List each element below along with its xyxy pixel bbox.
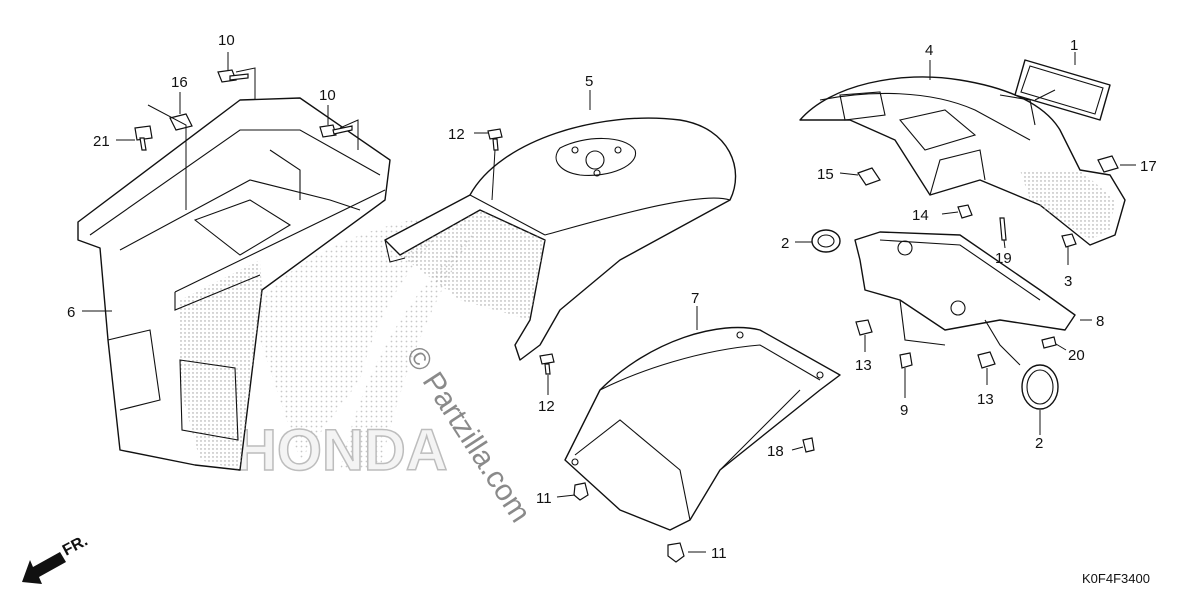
part-8-license-bracket	[854, 231, 1076, 366]
callout-13-b: 13	[977, 391, 994, 408]
callout-18: 18	[767, 443, 784, 460]
callout-19: 19	[995, 250, 1012, 267]
part-2-grommet-a	[811, 229, 841, 253]
part-4-rear-cover	[799, 76, 1126, 246]
callout-8: 8	[1096, 313, 1104, 330]
callouts: 1 2 2 3 4 5 6 7 8 9 10 10 11 11 12 12 13…	[67, 32, 1157, 562]
leader-lines	[82, 52, 1136, 553]
part-6-inner-fender	[77, 97, 391, 471]
watermark-logo: HONDA	[234, 210, 480, 484]
callout-11-b: 11	[711, 545, 727, 562]
figure-code: K0F4F3400	[1082, 571, 1150, 586]
callout-21: 21	[93, 133, 110, 150]
part-7-splash-guard	[564, 326, 841, 531]
callout-1: 1	[1070, 37, 1078, 54]
callout-2-grommet-b: 2	[1035, 435, 1043, 452]
callout-16: 16	[171, 74, 188, 91]
watermark-logo-text: HONDA	[235, 418, 448, 483]
front-direction-label: FR.	[60, 532, 91, 559]
callout-9: 9	[900, 402, 908, 419]
callout-12-a: 12	[448, 126, 465, 143]
callout-6: 6	[67, 304, 75, 321]
part-5-rear-fender	[384, 117, 737, 361]
part-2-grommet-b	[1021, 364, 1059, 410]
callout-17: 17	[1140, 158, 1157, 175]
front-arrow-icon	[22, 552, 66, 584]
callout-11-a: 11	[536, 490, 552, 507]
callout-10-a: 10	[218, 32, 235, 49]
callout-12-b: 12	[538, 398, 555, 415]
callout-5: 5	[585, 73, 593, 90]
callout-4: 4	[925, 42, 933, 59]
callout-14: 14	[912, 207, 929, 224]
callout-10-b: 10	[319, 87, 336, 104]
callout-15: 15	[817, 166, 834, 183]
part-1-reflector	[1014, 59, 1111, 121]
front-direction-indicator: FR.	[22, 532, 91, 584]
callout-3: 3	[1064, 273, 1072, 290]
callout-7: 7	[691, 290, 699, 307]
callout-13-a: 13	[855, 357, 872, 374]
callout-20: 20	[1068, 347, 1085, 364]
callout-2-grommet-a: 2	[781, 235, 789, 252]
